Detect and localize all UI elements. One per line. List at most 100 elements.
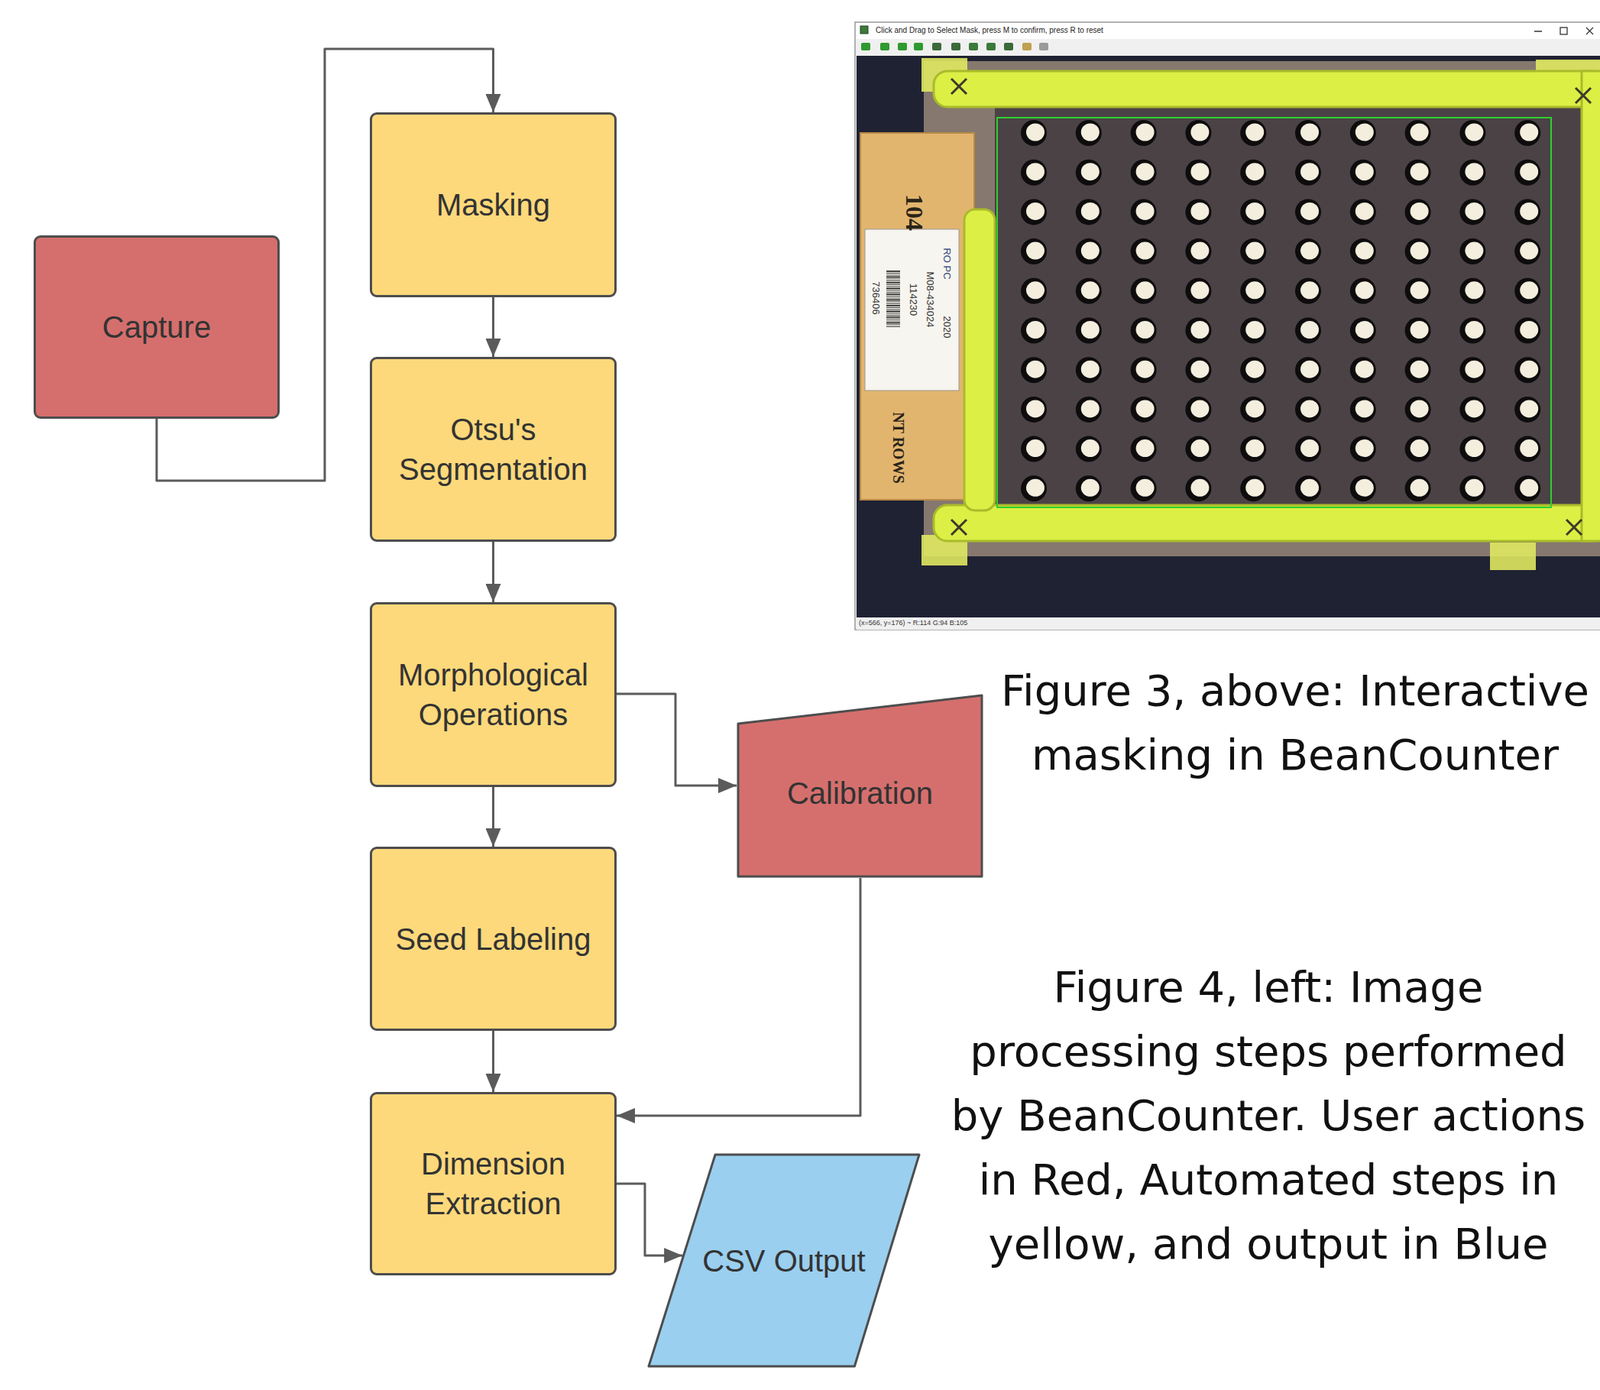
tray-photo-part xyxy=(951,519,967,535)
seed xyxy=(1519,360,1539,379)
hole xyxy=(1185,475,1212,502)
hole xyxy=(1295,119,1322,146)
hole xyxy=(1240,119,1267,146)
seed xyxy=(1245,281,1264,299)
tray-photo-part xyxy=(997,117,1552,508)
barcode-bar xyxy=(886,301,901,303)
status-bar-part xyxy=(856,617,1600,630)
seed xyxy=(1081,360,1100,379)
seed xyxy=(1026,162,1045,181)
hole xyxy=(1405,436,1432,463)
hole xyxy=(1185,317,1212,344)
hole xyxy=(1459,317,1486,344)
tray-photo-part xyxy=(860,132,975,500)
seed xyxy=(1300,162,1319,181)
barcode-bar xyxy=(886,326,901,328)
seed xyxy=(1519,162,1539,181)
app-window-part xyxy=(1560,27,1568,35)
seed xyxy=(1464,399,1484,418)
seed xyxy=(1464,281,1484,299)
tray-photo-part xyxy=(864,229,959,391)
hole xyxy=(1459,198,1486,225)
hole xyxy=(1020,475,1047,502)
seed xyxy=(1190,202,1209,221)
toolbar-icon xyxy=(968,42,979,51)
seed xyxy=(1355,399,1374,418)
seed xyxy=(1464,360,1484,379)
hole xyxy=(1185,159,1212,186)
hole xyxy=(1130,238,1157,265)
hole xyxy=(1514,356,1541,383)
seed xyxy=(1519,242,1539,260)
photo-text: (x=566, y=176) ~ R:114 G:94 B:105 xyxy=(858,618,968,628)
tray-photo-part xyxy=(964,209,995,511)
node-label: Dimension Extraction xyxy=(382,1143,604,1224)
flow-arrow xyxy=(616,1183,683,1256)
hole xyxy=(1350,317,1377,344)
hole xyxy=(1020,436,1047,463)
barcode-bar xyxy=(886,276,901,279)
seed xyxy=(1519,320,1539,339)
hole xyxy=(1130,278,1157,305)
toolbar-icon xyxy=(913,42,924,51)
hole xyxy=(1295,317,1322,344)
seed xyxy=(1190,439,1209,457)
seed xyxy=(1355,162,1374,181)
seed xyxy=(1190,479,1209,497)
barcode-bar xyxy=(886,303,901,305)
tray-photo-part xyxy=(1566,519,1582,535)
photo-text: M08-434024 xyxy=(925,272,936,328)
hole xyxy=(1075,436,1102,463)
manual-input-shape: Calibration xyxy=(736,693,984,878)
hole xyxy=(1350,396,1377,423)
seed-holes xyxy=(1020,119,1541,502)
barcode xyxy=(886,271,901,328)
barcode-bar xyxy=(886,291,901,293)
hole xyxy=(1020,317,1047,344)
hole xyxy=(1185,356,1212,383)
tray-photo-part xyxy=(994,106,1600,506)
hole xyxy=(1130,356,1157,383)
seed xyxy=(1464,479,1484,497)
hole xyxy=(1240,436,1267,463)
tray-photo-part xyxy=(1581,71,1600,541)
hole xyxy=(1130,119,1157,146)
seed xyxy=(1136,360,1155,379)
hole xyxy=(1459,396,1486,423)
toolbar-icon xyxy=(986,42,996,51)
hole xyxy=(1075,159,1102,186)
output-parallelogram: CSV Output xyxy=(647,1153,921,1368)
hole xyxy=(1405,159,1432,186)
hole xyxy=(1075,119,1102,146)
seed xyxy=(1410,123,1429,142)
barcode-bar xyxy=(886,272,901,274)
tray-photo-part xyxy=(1575,87,1591,104)
hole xyxy=(1075,317,1102,344)
app-window-part xyxy=(1586,27,1594,35)
hole xyxy=(1514,198,1541,225)
hole xyxy=(1405,278,1432,305)
figure-caption: Figure 4, left: Image processing steps p… xyxy=(943,955,1594,1277)
hole xyxy=(1459,119,1486,146)
hole xyxy=(1350,356,1377,383)
toolbar-icon xyxy=(932,42,942,51)
seed xyxy=(1136,202,1155,221)
hole xyxy=(1185,396,1212,423)
seed xyxy=(1519,123,1539,142)
barcode-bar xyxy=(886,290,901,292)
hole xyxy=(1240,396,1267,423)
flow-arrow xyxy=(616,693,737,786)
barcode-bar xyxy=(886,313,901,315)
seed xyxy=(1355,281,1374,299)
hole xyxy=(1130,198,1157,225)
seed xyxy=(1410,360,1429,379)
photo-text: NT ROWS xyxy=(890,411,907,484)
hole xyxy=(1295,475,1322,502)
photo-text: Click and Drag to Select Mask, press M t… xyxy=(875,25,1104,36)
hole xyxy=(1350,475,1377,502)
seed xyxy=(1026,123,1045,142)
hole xyxy=(1514,436,1541,463)
toolbar-icon xyxy=(951,42,961,51)
